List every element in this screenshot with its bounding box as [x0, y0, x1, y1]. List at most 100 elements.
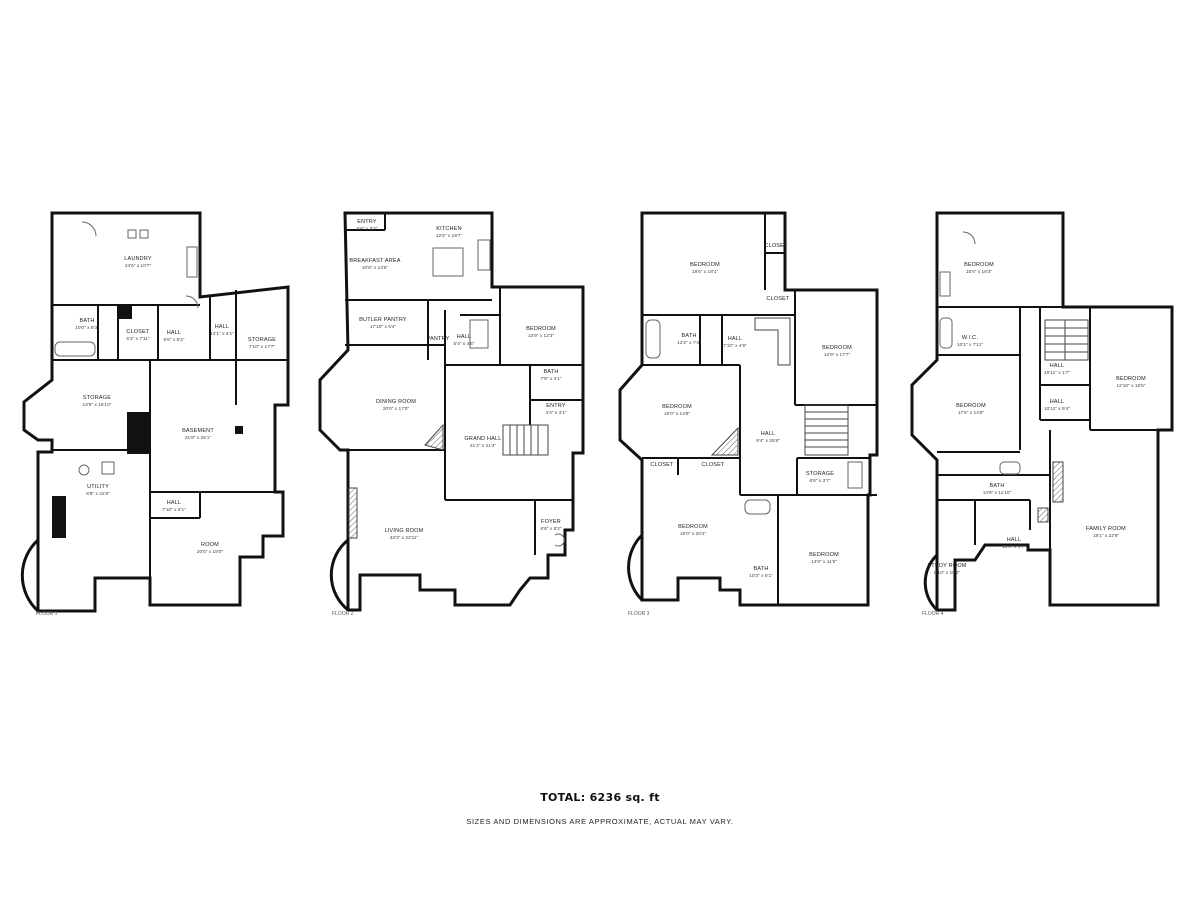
- room-dimensions: 9'4" x 25'8": [756, 438, 780, 444]
- room-dimensions: 12'1" x 4'1": [210, 331, 234, 337]
- room-name: FOYER: [541, 519, 561, 525]
- room-name: BATH: [989, 483, 1004, 489]
- room-dimensions: 12'9" x 17'7": [824, 352, 851, 358]
- room-dimensions: 14'8" x 11'10": [983, 490, 1012, 496]
- total-area: TOTAL: 6236 sq. ft: [0, 791, 1200, 804]
- room-name: ROOM: [201, 542, 219, 548]
- room-name: HALL: [215, 324, 230, 330]
- room-name: CLOSET: [701, 462, 725, 468]
- room-name: W.I.C.: [962, 335, 978, 341]
- room-name: CLOSET: [764, 243, 788, 249]
- room-name: STORAGE: [248, 337, 276, 343]
- room-name: BASEMENT: [182, 428, 214, 434]
- room-name: BEDROOM: [690, 262, 720, 268]
- room-name: HALL: [728, 336, 743, 342]
- room-dimensions: 18'6" x 18'1": [692, 269, 719, 275]
- room-dimensions: 13'9" x 12'3": [528, 333, 555, 339]
- room-dimensions: 10'8" x 13'6": [362, 265, 389, 271]
- room-dimensions: 20'5" x 18'0": [197, 549, 224, 555]
- room-name: DINING ROOM: [376, 399, 416, 405]
- room-name: GRAND HALL: [464, 436, 501, 442]
- room-name: BEDROOM: [526, 326, 556, 332]
- floor-4-plan: [910, 211, 1174, 612]
- room-name: KITCHEN: [436, 226, 462, 232]
- room-name: BEDROOM: [964, 262, 994, 268]
- room-dimensions: 20'0" x 17'0": [383, 406, 410, 412]
- room-name: STUDY ROOM: [927, 563, 966, 569]
- room-dimensions: 5'3" x 7'11": [126, 336, 150, 342]
- room-name: BATH: [79, 318, 94, 324]
- room-dimensions: 12'2" x 7'3": [677, 340, 701, 346]
- room-dimensions: 9'10" x 10'2": [934, 570, 961, 576]
- floor-label: FLOOR 2: [332, 611, 354, 617]
- room-dimensions: 33'3" x 23'11": [390, 535, 419, 541]
- room-name: BATH: [543, 369, 558, 375]
- floor-3-plan: [618, 211, 879, 607]
- room-name: ENTRY: [546, 403, 566, 409]
- room-dimensions: 8'9" x 22'8": [86, 491, 110, 497]
- room-name: PANTRY: [426, 336, 449, 342]
- room-dimensions: 6'6" x 6'4": [164, 337, 185, 343]
- room-name: HALL: [761, 431, 776, 437]
- room-name: BEDROOM: [822, 345, 852, 351]
- floor-label: FLOOR 1: [36, 611, 58, 617]
- room-dimensions: 6'6" x 3'7": [810, 478, 831, 484]
- floor-label: FLOOR 3: [628, 611, 650, 617]
- room-name: BATH: [753, 566, 768, 572]
- room-name: HALL: [167, 500, 182, 506]
- room-name: CLOSET: [766, 296, 790, 302]
- room-dimensions: 7'9" x 4'1": [541, 376, 562, 382]
- room-name: CLOSET: [650, 462, 674, 468]
- room-name: ENTRY: [357, 219, 377, 225]
- room-name: LIVING ROOM: [385, 528, 424, 534]
- floor-1-plan: [20, 211, 290, 613]
- room-name: FAMILY ROOM: [1086, 526, 1126, 532]
- room-dimensions: 17'10" x 6'4": [370, 324, 397, 330]
- room-name: HALL: [1050, 399, 1065, 405]
- room-dimensions: 7'10" x 4'6": [723, 343, 747, 349]
- room-dimensions: 21'8" x 25'1": [185, 435, 212, 441]
- disclaimer-text: SIZES AND DIMENSIONS ARE APPROXIMATE, AC…: [466, 817, 734, 826]
- room-dimensions: 7'10" x 17'7": [249, 344, 276, 350]
- room-name: HALL: [457, 334, 472, 340]
- room-dimensions: 18'1" x 22'9": [1093, 533, 1120, 539]
- room-name: BUTLER PANTRY: [359, 317, 407, 323]
- room-name: HALL: [1050, 363, 1065, 369]
- room-name: BEDROOM: [678, 524, 708, 530]
- room-dimensions: 6'6" x 8'2": [541, 526, 562, 532]
- room-name: LAUNDRY: [124, 256, 152, 262]
- room-name: BATH: [681, 333, 696, 339]
- room-dimensions: 10'11" x 1'7": [1044, 370, 1070, 376]
- room-name: UTILITY: [87, 484, 109, 490]
- room-dimensions: 12'6" x 19'7": [436, 233, 463, 239]
- room-dimensions: 10'1" x 7'11": [957, 342, 983, 348]
- room-dimensions: 12'0" x 1'7": [1002, 544, 1026, 550]
- room-dimensions: 19'0" x 14'8": [664, 411, 691, 417]
- room-name: BEDROOM: [809, 552, 839, 558]
- room-name: HALL: [167, 330, 182, 336]
- room-dimensions: 10'3" x 6'1": [749, 573, 773, 579]
- room-name: STORAGE: [806, 471, 834, 477]
- room-name: STORAGE: [83, 395, 111, 401]
- room-name: BEDROOM: [1116, 376, 1146, 382]
- total-label: TOTAL:: [540, 791, 586, 804]
- room-dimensions: 4'4" x 4'1": [546, 410, 567, 416]
- room-dimensions: 6'6" x 3'3": [357, 226, 378, 232]
- room-dimensions: 21'4" x 21'4": [470, 443, 497, 449]
- floor-label: FLOOR 4: [922, 611, 944, 617]
- room-dimensions: 10'11" x 9'4": [1044, 406, 1070, 412]
- room-dimensions: 15'0" x 18'3": [966, 269, 993, 275]
- room-dimensions: 14'8" x 11'5": [811, 559, 837, 565]
- room-dimensions: 19'0" x 20'4": [680, 531, 707, 537]
- room-dimensions: 7'10" x 6'1": [162, 507, 186, 513]
- total-value: 6236 sq. ft: [589, 791, 660, 804]
- room-dimensions: 12'10" x 15'5": [1117, 383, 1146, 389]
- room-dimensions: 5'4" x 4'5": [454, 341, 475, 347]
- room-name: BEDROOM: [956, 403, 986, 409]
- room-name: CLOSET: [126, 329, 150, 335]
- room-dimensions: 13'6" x 16'10": [83, 402, 112, 408]
- room-dimensions: 24'6" x 10'7": [125, 263, 152, 269]
- floor-2-plan: [318, 211, 585, 612]
